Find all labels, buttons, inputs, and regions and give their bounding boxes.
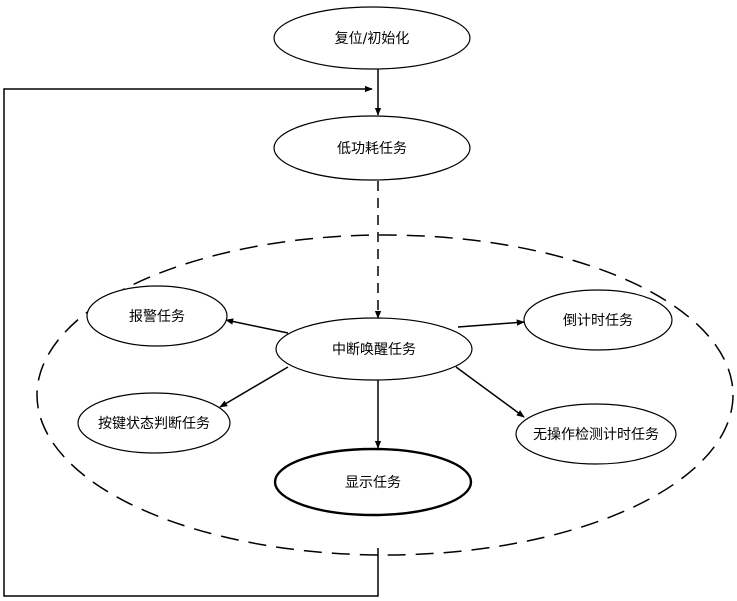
node-key-state-label: 按键状态判断任务	[98, 416, 210, 432]
arrow-interrupt-to-keystate	[219, 366, 289, 408]
node-alarm-label: 报警任务	[129, 309, 185, 325]
loop-back-line	[3, 85, 379, 597]
node-countdown-label: 倒计时任务	[563, 313, 633, 329]
node-interrupt-wake: 中断唤醒任务	[275, 317, 473, 381]
arrow-interrupt-to-nooptimer	[455, 366, 525, 418]
wake-group-boundary	[36, 234, 734, 556]
node-no-op-timer-label: 无操作检测计时任务	[533, 427, 659, 443]
node-reset-label: 复位/初始化	[335, 30, 410, 47]
node-display: 显示任务	[273, 447, 473, 517]
node-display-label: 显示任务	[345, 475, 401, 491]
node-low-power-label: 低功耗任务	[337, 141, 407, 157]
node-interrupt-wake-label: 中断唤醒任务	[332, 341, 416, 358]
node-key-state: 按键状态判断任务	[77, 392, 231, 454]
arrow-interrupt-to-alarm	[225, 318, 289, 334]
node-reset: 复位/初始化	[273, 6, 471, 70]
node-low-power: 低功耗任务	[273, 115, 471, 181]
node-alarm: 报警任务	[86, 285, 228, 347]
node-countdown: 倒计时任务	[523, 289, 673, 351]
node-no-op-timer: 无操作检测计时任务	[515, 403, 677, 465]
arrow-interrupt-to-countdown	[457, 319, 525, 328]
